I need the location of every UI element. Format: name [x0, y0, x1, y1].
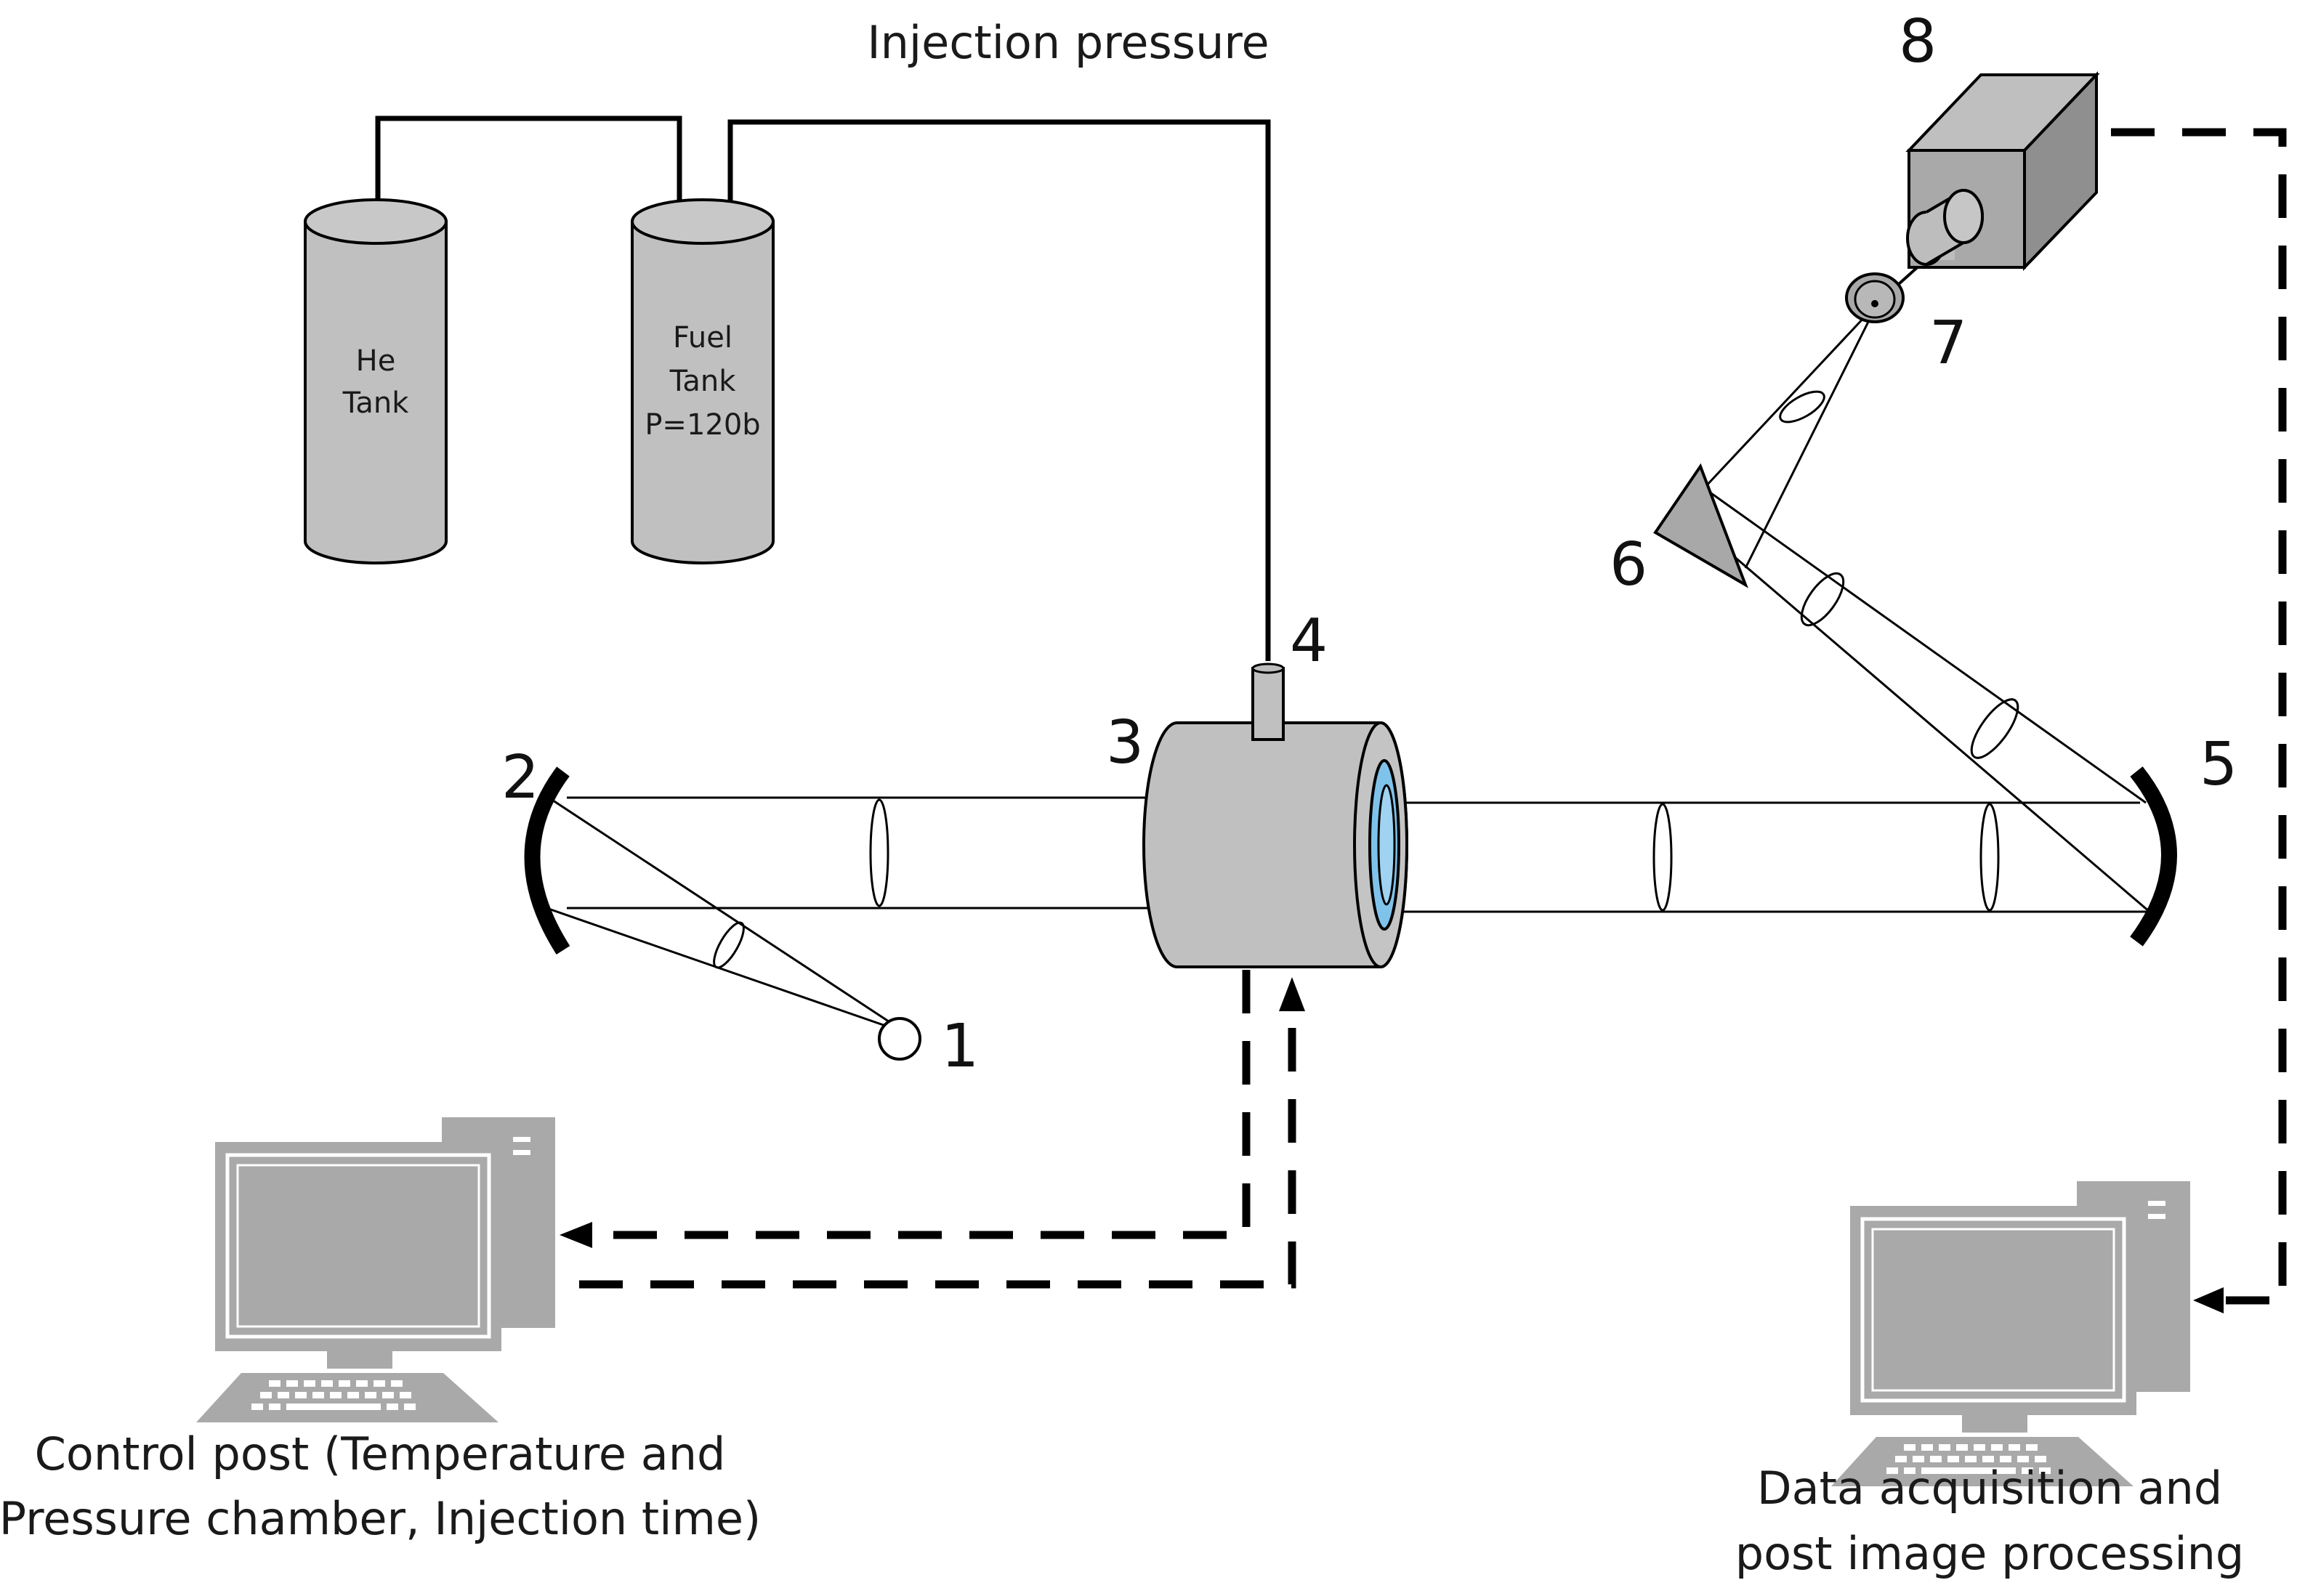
light-source — [878, 1017, 921, 1061]
he-tank-label-line2: Tank — [342, 386, 410, 420]
injection-pressure-label: Injection pressure — [867, 16, 1269, 69]
light-beam — [546, 244, 2151, 1030]
data-acquisition-label-line1: Data acquisition and — [1757, 1462, 2222, 1515]
control-post-label-line1: Control post (Temperature and — [35, 1427, 726, 1480]
control-post-label-line2: Pressure chamber, Injection time) — [0, 1492, 761, 1545]
chamber-to-control-line — [600, 970, 1251, 1239]
he-tank-label-line1: He — [356, 344, 396, 378]
concave-mirror-right — [2130, 766, 2177, 947]
number-3: 3 — [1106, 708, 1144, 777]
control-computer — [196, 1117, 555, 1422]
concave-mirror-left — [524, 766, 570, 955]
supply-lines — [375, 116, 1271, 661]
injection-pressure-line — [727, 119, 1271, 661]
number-8: 8 — [1899, 7, 1937, 76]
acquisition-computer — [1831, 1181, 2190, 1486]
control-to-chamber-line — [579, 1006, 1296, 1289]
data-acquisition-label-line2: post image processing — [1735, 1527, 2245, 1580]
combustion-chamber — [1142, 721, 1408, 968]
camera — [1905, 70, 2100, 271]
he-tank: He Tank — [304, 198, 448, 564]
fuel-tank-label-line2: Tank — [669, 365, 737, 398]
injector — [1251, 663, 1285, 741]
camera-to-acquisition-line — [2111, 128, 2287, 1305]
fuel-tank-label-line1: Fuel — [673, 321, 732, 355]
number-2: 2 — [501, 743, 539, 812]
he-to-fuel-line — [375, 116, 682, 222]
data-lines — [579, 128, 2287, 1305]
focusing-lens — [1845, 272, 1905, 323]
fuel-tank: Fuel Tank P=120b — [631, 198, 775, 564]
prism — [1653, 463, 1748, 588]
number-7: 7 — [1929, 309, 1967, 378]
fuel-tank-label-line3: P=120b — [645, 408, 760, 442]
number-6: 6 — [1610, 530, 1647, 599]
data-arrowheads — [560, 977, 2224, 1313]
number-4: 4 — [1290, 607, 1328, 676]
number-5: 5 — [2200, 730, 2237, 799]
number-1: 1 — [941, 1012, 979, 1081]
